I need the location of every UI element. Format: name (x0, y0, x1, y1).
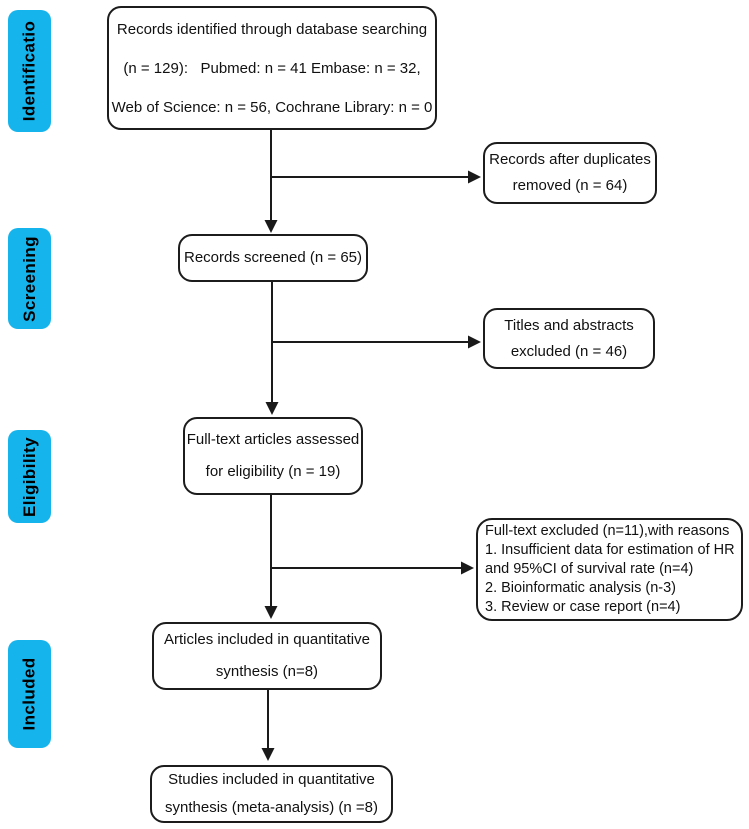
box-fulltext-assessed-line1: Full-text articles assessed (186, 431, 360, 448)
arrow-screened-to-fulltext (265, 282, 279, 415)
box-titles-abstracts-excluded: Titles and abstracts excluded (n = 46) (483, 308, 655, 369)
stage-label-included: Included (8, 640, 51, 748)
stage-label-screening: Screening (8, 228, 51, 329)
arrow-to-fulltext-excluded (271, 561, 474, 575)
stage-label-eligibility: Eligibility (8, 430, 51, 523)
box-fulltext-excluded-line5: 3. Review or case report (n=4) (485, 599, 681, 615)
box-studies-included-line1: Studies included in quantitative (168, 771, 375, 788)
box-records-screened: Records screened (n = 65) (178, 234, 368, 282)
box-fulltext-excluded-line1: Full-text excluded (n=11),with reasons (485, 523, 730, 539)
arrow-included-to-studies (261, 690, 275, 761)
arrow-to-titles-excluded (272, 335, 481, 349)
stage-label-identification-text: Identificatio (19, 20, 39, 122)
box-fulltext-assessed-line2: for eligibility (n = 19) (205, 463, 341, 480)
box-fulltext-excluded-line3: and 95%CI of survival rate (n=4) (485, 561, 694, 577)
box-studies-included: Studies included in quantitative synthes… (150, 765, 393, 823)
box-articles-included-line1: Articles included in quantitative (164, 631, 370, 648)
box-articles-included: Articles included in quantitative synthe… (152, 622, 382, 690)
stage-label-eligibility-text: Eligibility (19, 436, 39, 517)
box-fulltext-excluded-line2: 1. Insufficient data for estimation of H… (485, 542, 735, 558)
box-fulltext-excluded: Full-text excluded (n=11),with reasons 1… (476, 518, 743, 621)
box-records-identified-line1: Records identified through database sear… (116, 20, 428, 38)
box-fulltext-excluded-line4: 2. Bioinformatic analysis (n-3) (485, 580, 676, 596)
box-duplicates-removed-line1: Records after duplicates (489, 151, 651, 168)
arrow-fulltext-to-included (264, 495, 278, 619)
box-records-identified-line3: Web of Science: n = 56, Cochrane Library… (111, 98, 433, 116)
box-titles-abstracts-excluded-line1: Titles and abstracts (504, 316, 634, 334)
box-records-identified: Records identified through database sear… (107, 6, 437, 130)
arrow-to-duplicates-removed (271, 170, 481, 184)
box-titles-abstracts-excluded-line2: excluded (n = 46) (510, 342, 628, 360)
box-fulltext-assessed: Full-text articles assessed for eligibil… (183, 417, 363, 495)
stage-label-screening-text: Screening (19, 235, 39, 322)
arrow-identified-to-screened (264, 130, 278, 233)
box-records-screened-line1: Records screened (n = 65) (183, 249, 362, 266)
stage-label-included-text: Included (19, 657, 39, 731)
box-studies-included-line2: synthesis (meta-analysis) (n =8) (165, 799, 378, 816)
box-records-identified-line2: (n = 129): Pubmed: n = 41 Embase: n = 32… (123, 59, 421, 77)
stage-label-identification: Identificatio (8, 10, 51, 132)
box-duplicates-removed: Records after duplicates removed (n = 64… (483, 142, 657, 204)
box-articles-included-line2: synthesis (n=8) (215, 663, 319, 680)
box-duplicates-removed-line2: removed (n = 64) (512, 177, 628, 194)
